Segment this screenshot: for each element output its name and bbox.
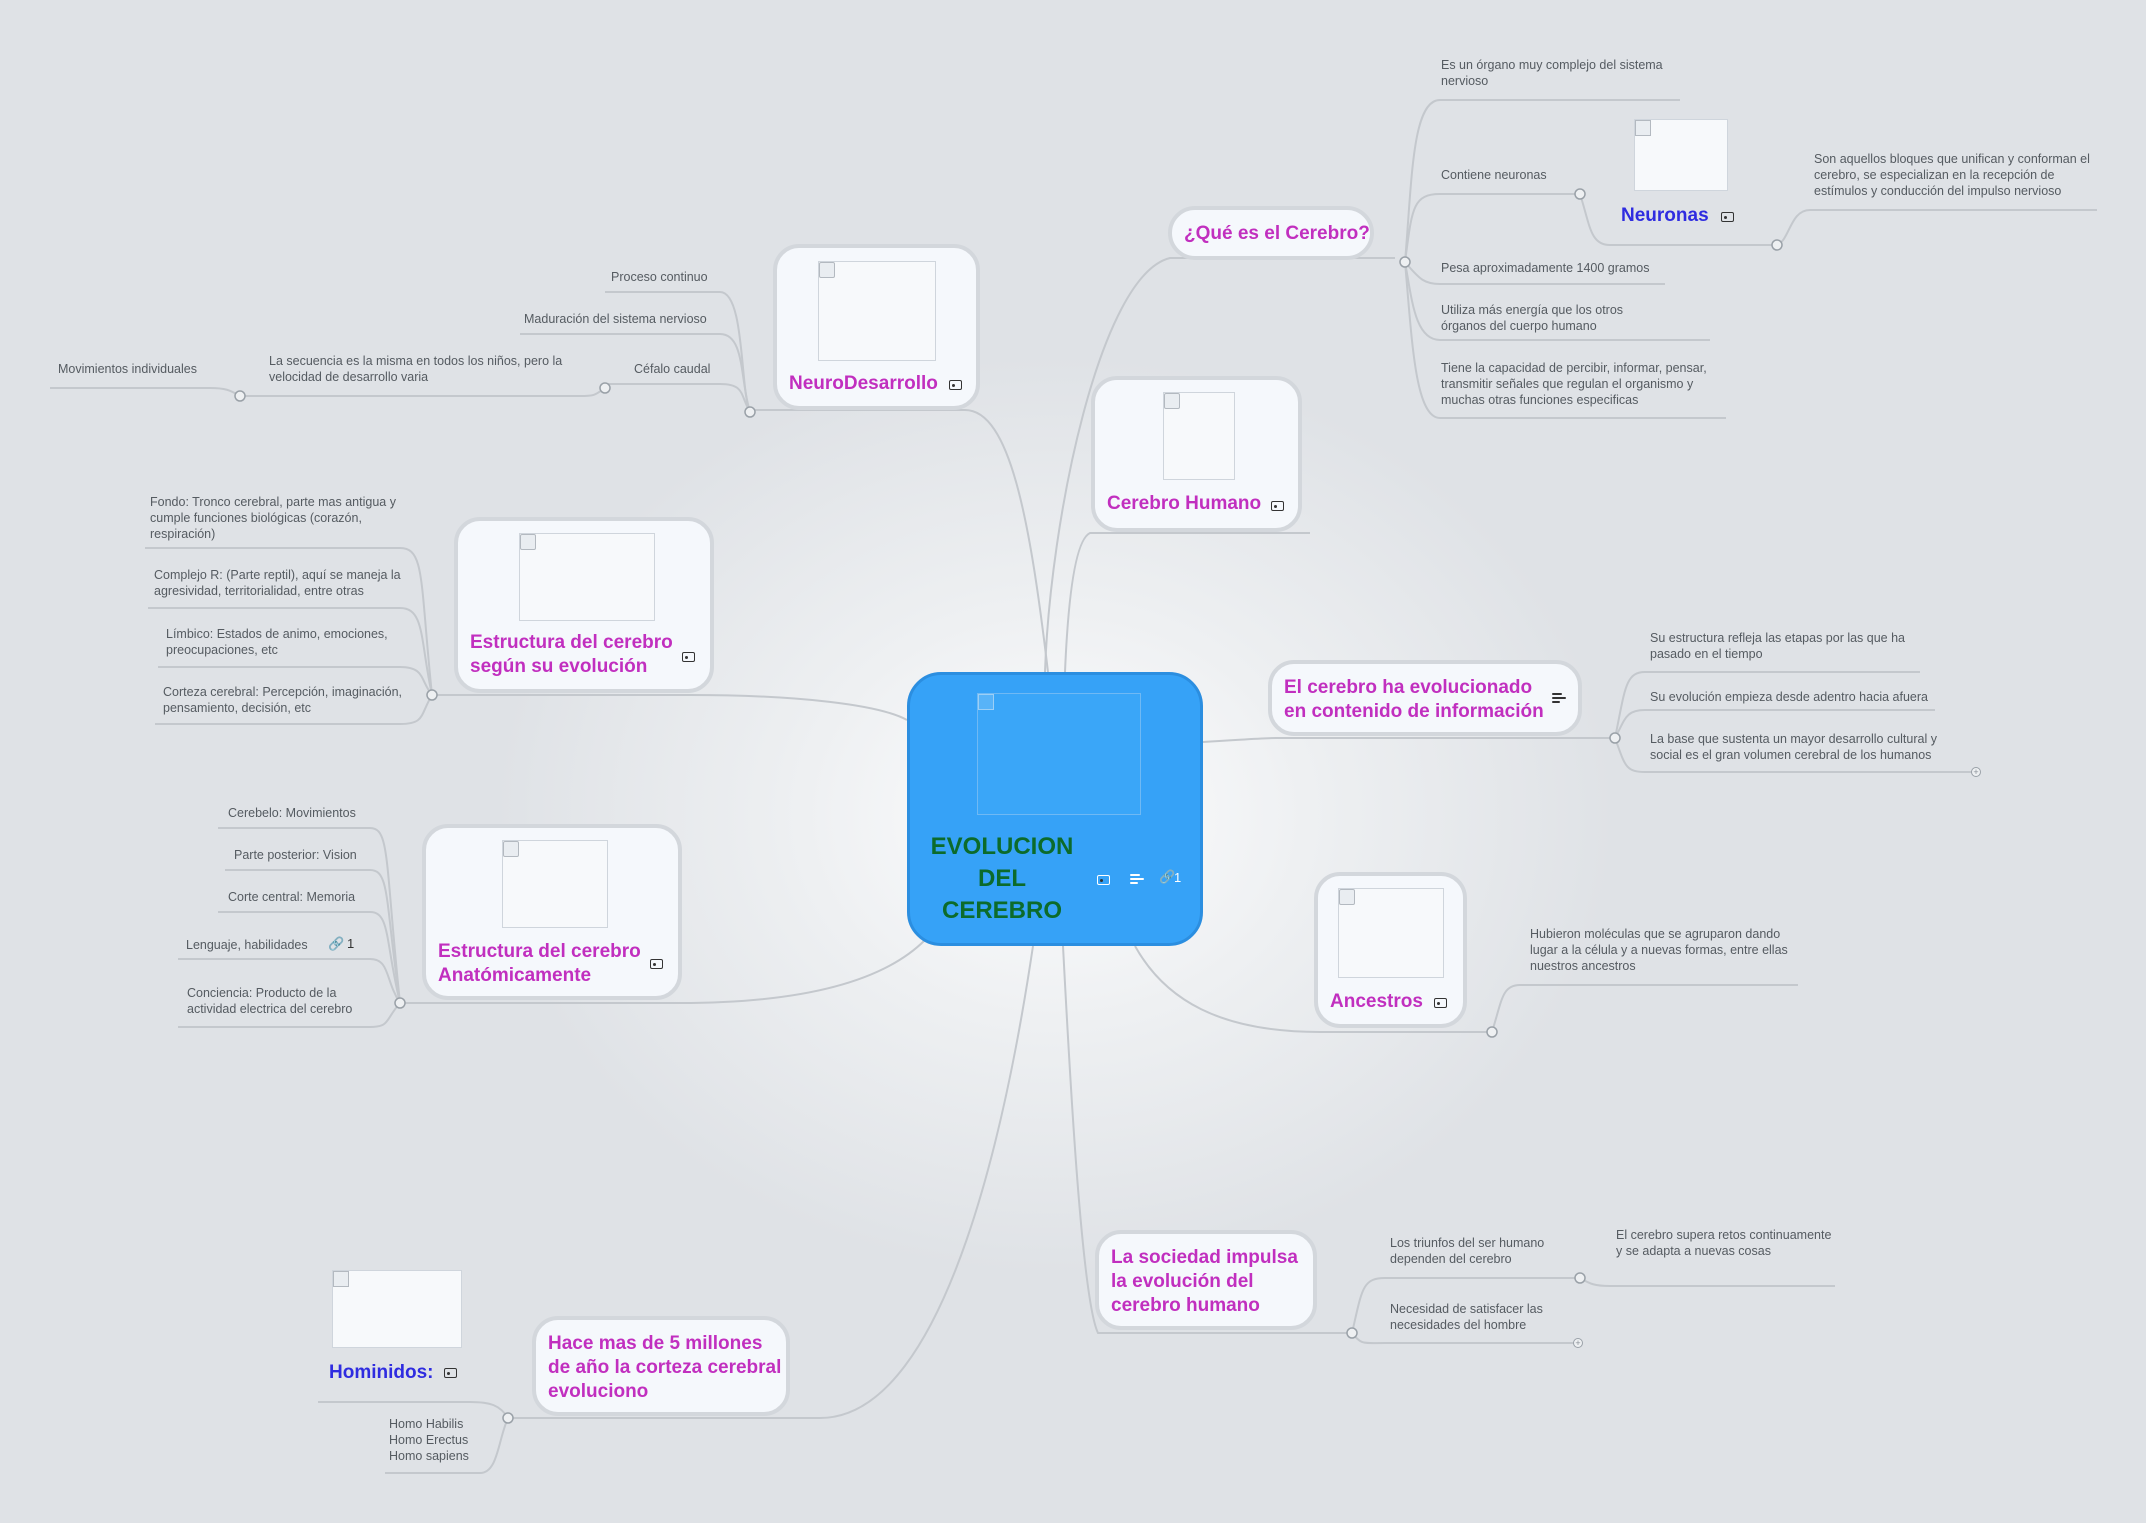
line-center-evolucion (430, 694, 908, 721)
line-center-cerebro-humano (1064, 532, 1310, 673)
image-icon[interactable] (444, 1368, 457, 1378)
topic-ancestros[interactable]: Ancestros (1314, 872, 1467, 1028)
topic-millones[interactable]: Hace mas de 5 millones de año la corteza… (532, 1316, 790, 1416)
lenguaje-link-count: 1 (347, 936, 355, 951)
leaf-ancestros-1[interactable]: Hubieron moléculas que se agruparon dand… (1530, 927, 1788, 973)
link-icon[interactable]: 🔗 (328, 936, 345, 951)
image-icon[interactable] (650, 959, 663, 969)
leaf-sociedad-2[interactable]: Necesidad de satisfacer las necesidades … (1390, 1302, 1543, 1332)
image-icon[interactable] (682, 652, 695, 662)
topic-contenido-informacion[interactable]: El cerebro ha evolucionado en contenido … (1268, 660, 1582, 736)
line-center-neurodesarrollo (750, 409, 1049, 673)
line-center-informacion (1202, 737, 1615, 743)
topic-title: Ancestros (1330, 991, 1423, 1012)
leaf-anatomica-1[interactable]: Cerebelo: Movimientos (228, 806, 356, 820)
neuronas-image (1634, 119, 1728, 191)
topic-title: El cerebro ha evolucionado en contenido … (1284, 677, 1544, 722)
cerebro-humano-image (1163, 392, 1235, 480)
leaf-cefalo-detail[interactable]: La secuencia es la misma en todos los ni… (269, 354, 563, 384)
leaf-cefalo-sub[interactable]: Movimientos individuales (58, 362, 197, 376)
leaf-anatomica-4[interactable]: Lenguaje, habilidades (186, 938, 308, 952)
image-icon[interactable] (1434, 998, 1447, 1008)
topic-neurodesarrollo[interactable]: NeuroDesarrollo (773, 244, 980, 410)
link-icon[interactable]: 🔗 (1159, 869, 1176, 884)
topic-title: Estructura del cerebro según su evolució… (470, 632, 673, 677)
topic-sociedad[interactable]: La sociedad impulsa la evolución del cer… (1095, 1230, 1317, 1330)
leaf-neuro-3[interactable]: Céfalo caudal (634, 362, 711, 376)
central-topic[interactable]: EVOLUCION DEL CEREBRO 🔗 1 (907, 672, 1203, 946)
central-topic-title: EVOLUCION DEL CEREBRO (930, 833, 1074, 924)
leaf-homo-sapiens[interactable]: Homo sapiens (389, 1449, 469, 1463)
leaf-evolucion-3[interactable]: Límbico: Estados de animo, emociones, pr… (166, 627, 388, 657)
ancestros-image (1338, 888, 1444, 978)
topic-estructura-anatomica[interactable]: Estructura del cerebro Anatómicamente (422, 824, 682, 1000)
estructura-anatomica-image (502, 840, 608, 928)
leaf-informacion-3[interactable]: La base que sustenta un mayor desarrollo… (1650, 732, 1937, 762)
leaf-homo-habilis[interactable]: Homo Habilis (389, 1417, 464, 1431)
leaf-anatomica-5[interactable]: Conciencia: Producto de la actividad ele… (187, 986, 353, 1016)
topic-title: ¿Qué es el Cerebro? (1184, 223, 1370, 244)
leaf-triunfos-detail[interactable]: El cerebro supera retos continuamente y … (1616, 1228, 1832, 1258)
leaf-neuro-2[interactable]: Maduración del sistema nervioso (524, 312, 707, 326)
leaf-que-es-2[interactable]: Contiene neuronas (1441, 168, 1547, 182)
image-icon[interactable] (949, 380, 962, 390)
leaf-evolucion-1[interactable]: Fondo: Tronco cerebral, parte mas antigu… (150, 495, 396, 541)
topic-title: Estructura del cerebro Anatómicamente (438, 941, 641, 986)
topic-cerebro-humano[interactable]: Cerebro Humano (1091, 376, 1302, 532)
central-image (977, 693, 1141, 815)
topic-title: NeuroDesarrollo (789, 373, 938, 394)
leaf-informacion-2[interactable]: Su evolución empieza desde adentro hacia… (1650, 690, 1928, 704)
topic-que-es-el-cerebro[interactable]: ¿Qué es el Cerebro? (1168, 206, 1374, 260)
leaf-anatomica-2[interactable]: Parte posterior: Vision (234, 848, 357, 862)
notes-icon[interactable] (1552, 692, 1566, 704)
subtopic-neuronas[interactable]: Neuronas (1621, 205, 1709, 226)
leaf-neuro-1[interactable]: Proceso continuo (611, 270, 708, 284)
notes-icon[interactable] (1130, 873, 1144, 885)
expand-button[interactable]: + (1971, 767, 1981, 777)
leaf-informacion-1[interactable]: Su estructura refleja las etapas por las… (1650, 631, 1906, 661)
leaf-evolucion-4[interactable]: Corteza cerebral: Percepción, imaginació… (163, 685, 403, 715)
subtopic-hominidos[interactable]: Hominidos: (329, 1362, 434, 1383)
topic-title: Hace mas de 5 millones de año la corteza… (548, 1333, 782, 1402)
neurodesarrollo-image (818, 261, 936, 361)
image-icon[interactable] (1721, 212, 1734, 222)
image-icon[interactable] (1271, 501, 1284, 511)
center-link-count: 1 (1174, 870, 1182, 885)
leaf-neuronas-detail[interactable]: Son aquellos bloques que unifican y conf… (1814, 152, 2090, 198)
expand-button[interactable]: + (1573, 1338, 1583, 1348)
hominidos-image (332, 1270, 462, 1348)
image-icon[interactable] (1097, 875, 1110, 885)
leaf-que-es-5[interactable]: Tiene la capacidad de percibir, informar… (1441, 361, 1707, 407)
leaf-que-es-1[interactable]: Es un órgano muy complejo del sistema ne… (1441, 58, 1663, 88)
topic-title: Cerebro Humano (1107, 493, 1262, 514)
leaf-sociedad-1[interactable]: Los triunfos del ser humano dependen del… (1390, 1236, 1545, 1266)
leaf-anatomica-3[interactable]: Corte central: Memoria (228, 890, 356, 904)
leaf-que-es-4[interactable]: Utiliza más energía que los otros órgano… (1441, 303, 1624, 333)
leaf-evolucion-2[interactable]: Complejo R: (Parte reptil), aquí se mane… (154, 568, 401, 598)
estructura-evolucion-image (519, 533, 655, 621)
topic-title: La sociedad impulsa la evolución del cer… (1111, 1247, 1298, 1316)
leaf-homo-erectus[interactable]: Homo Erectus (389, 1433, 469, 1447)
topic-estructura-evolucion[interactable]: Estructura del cerebro según su evolució… (454, 517, 714, 693)
leaf-que-es-3[interactable]: Pesa aproximadamente 1400 gramos (1441, 261, 1650, 275)
